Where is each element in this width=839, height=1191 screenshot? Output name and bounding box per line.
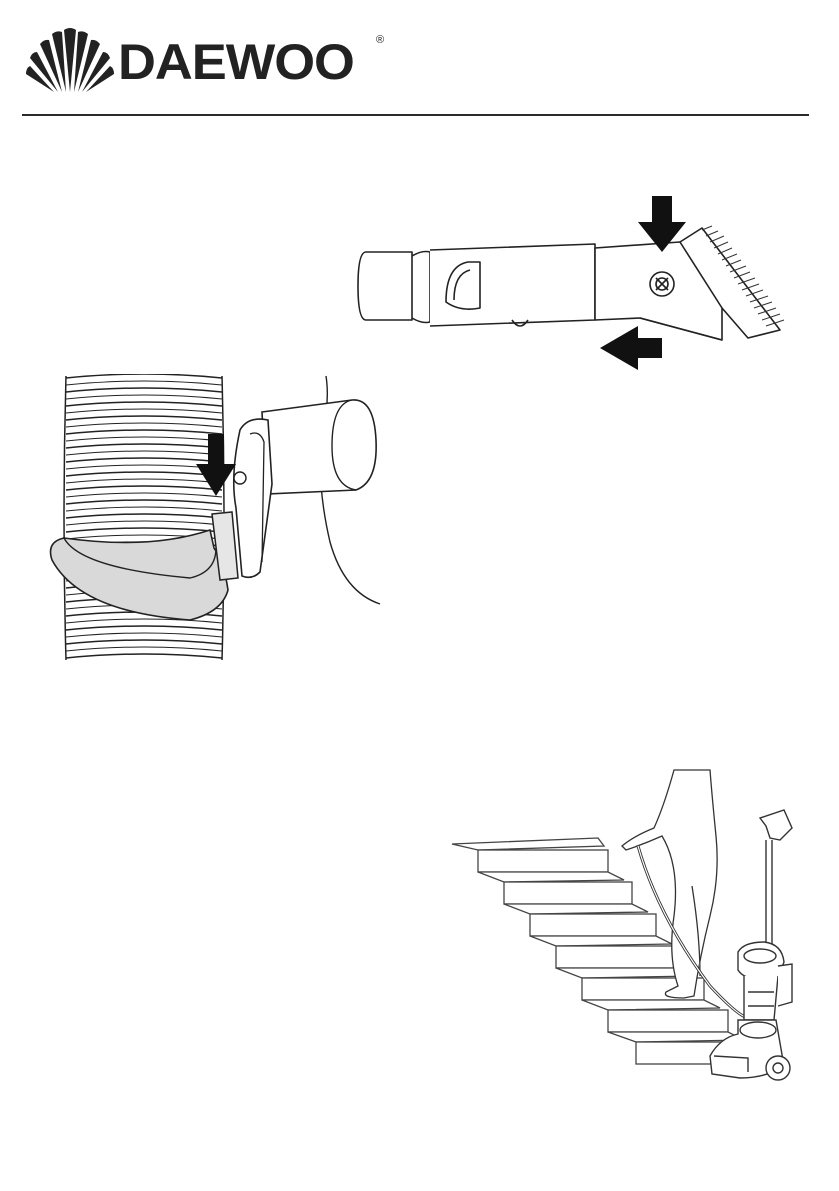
header-rule <box>22 114 809 116</box>
registered-mark: ® <box>376 34 384 46</box>
hose-clip-figure <box>40 372 390 664</box>
stairs-cleaning-figure <box>448 766 808 1108</box>
left-arrow-icon <box>600 326 662 370</box>
brush-tool-detach-figure <box>350 190 800 375</box>
daewoo-fan-logo-icon <box>24 24 116 92</box>
brand-name: DAEWOO <box>118 34 354 90</box>
down-arrow-icon <box>196 434 236 496</box>
